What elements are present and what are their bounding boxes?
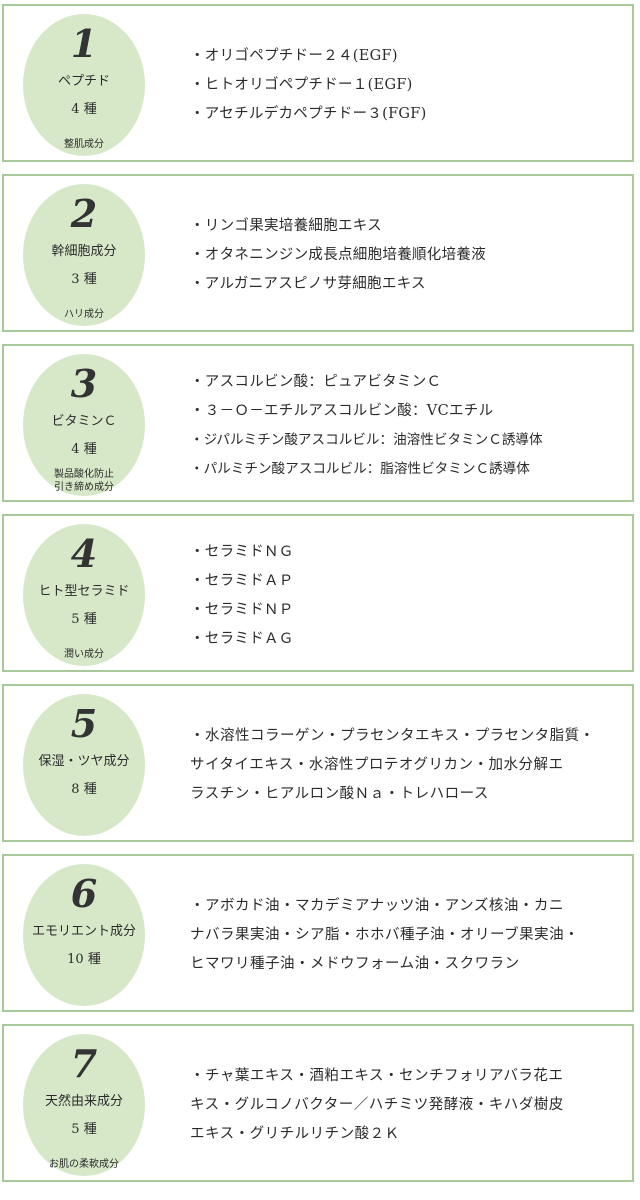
ingredient-item: ・３－Ｏ－エチルアスコルビン酸：VCエチル	[190, 403, 494, 419]
category-effect-line: 製品酸化防止	[54, 469, 114, 480]
ingredient-list: ・セラミドＮＧ ・セラミドＡＰ ・セラミドＮＰ ・セラミドＡＧ	[190, 538, 622, 654]
ingredient-line: キス・グルコノバクター／ハチミツ発酵液・キハダ樹皮	[190, 1097, 564, 1113]
ingredient-count: 3 種	[71, 272, 97, 287]
ingredient-count: 4 種	[71, 442, 97, 457]
ingredient-card-5: 5 保湿・ツヤ成分 8 種 ・水溶性コラーゲン・プラセンタエキス・プラセンタ脂質…	[2, 684, 634, 842]
ingredient-item: ・アセチルデカペプチドー３(FGF)	[190, 106, 427, 122]
category-number: 2	[70, 191, 98, 236]
category-badge: 1 ペプチド 4 種 整肌成分	[23, 14, 145, 156]
category-number: 5	[70, 701, 98, 746]
ingredient-count: 8 種	[71, 782, 97, 797]
ingredient-count: 4 種	[71, 102, 97, 117]
category-number: 1	[70, 21, 98, 66]
ingredient-item: ・ヒトオリゴペプチドー１(EGF)	[190, 77, 413, 93]
ingredient-item: ・アルガニアスピノサ芽細胞エキス	[190, 276, 426, 292]
ingredient-line: ナバラ果実油・シア脂・ホホバ種子油・オリーブ果実油・	[190, 927, 580, 943]
category-name: 保湿・ツヤ成分	[38, 754, 130, 769]
category-effect: 潤い成分	[64, 649, 104, 660]
ingredient-line: ・水溶性コラーゲン・プラセンタエキス・プラセンタ脂質・	[190, 728, 595, 744]
ingredient-list: ・リンゴ果実培養細胞エキス ・オタネニンジン成長点細胞培養順化培養液 ・アルガニ…	[190, 212, 622, 299]
category-number: 7	[70, 1041, 98, 1086]
ingredient-item: ・セラミドＮＰ	[190, 602, 294, 618]
ingredient-card-3: 3 ビタミンＣ 4 種 製品酸化防止 引き締め成分 ・アスコルビン酸：ピュアビタ…	[2, 344, 634, 502]
category-effect: 製品酸化防止 引き締め成分	[23, 468, 145, 494]
category-effect: 整肌成分	[64, 139, 104, 150]
ingredient-item: ・オリゴペプチドー２４(EGF)	[190, 48, 398, 64]
ingredient-card-6: 6 エモリエント成分 10 種 ・アボカド油・マカデミアナッツ油・アンズ核油・カ…	[2, 854, 634, 1012]
ingredient-card-2: 2 幹細胞成分 3 種 ハリ成分 ・リンゴ果実培養細胞エキス ・オタネニンジン成…	[2, 174, 634, 332]
ingredient-card-7: 7 天然由来成分 5 種 お肌の柔軟成分 ・チャ葉エキス・酒粕エキス・センチフォ…	[2, 1024, 634, 1182]
ingredient-item: ・ジパルミチン酸アスコルビル：油溶性ビタミンＣ誘導体	[190, 432, 543, 448]
ingredient-item: ・アスコルビン酸：ピュアビタミンＣ	[190, 374, 442, 390]
category-badge: 6 エモリエント成分 10 種	[23, 864, 145, 1006]
category-name: 天然由来成分	[44, 1094, 123, 1109]
ingredient-line: ・チャ葉エキス・酒粕エキス・センチフォリアバラ花エ	[190, 1068, 564, 1084]
ingredient-item: ・セラミドＮＧ	[190, 544, 294, 560]
ingredient-line: エキス・グリチルリチン酸２Ｋ	[190, 1126, 400, 1142]
ingredient-item: ・セラミドＡＧ	[190, 631, 294, 647]
ingredient-paragraph: ・水溶性コラーゲン・プラセンタエキス・プラセンタ脂質・ サイタイエキス・水溶性プ…	[190, 722, 622, 809]
ingredient-item: ・リンゴ果実培養細胞エキス	[190, 218, 382, 234]
ingredient-list: ・オリゴペプチドー２４(EGF) ・ヒトオリゴペプチドー１(EGF) ・アセチル…	[190, 42, 622, 129]
category-badge: 4 ヒト型セラミド 5 種 潤い成分	[23, 524, 145, 666]
ingredient-card-4: 4 ヒト型セラミド 5 種 潤い成分 ・セラミドＮＧ ・セラミドＡＰ ・セラミド…	[2, 514, 634, 672]
ingredient-paragraph: ・アボカド油・マカデミアナッツ油・アンズ核油・カニ ナバラ果実油・シア脂・ホホバ…	[190, 892, 622, 979]
ingredient-line: ・アボカド油・マカデミアナッツ油・アンズ核油・カニ	[190, 898, 564, 914]
category-badge: 3 ビタミンＣ 4 種 製品酸化防止 引き締め成分	[23, 354, 145, 496]
ingredient-card-1: 1 ペプチド 4 種 整肌成分 ・オリゴペプチドー２４(EGF) ・ヒトオリゴペ…	[2, 4, 634, 162]
ingredient-paragraph: ・チャ葉エキス・酒粕エキス・センチフォリアバラ花エ キス・グルコノバクター／ハチ…	[190, 1062, 622, 1149]
ingredient-count: 5 種	[71, 612, 97, 627]
category-effect: ハリ成分	[64, 309, 104, 320]
category-effect: お肌の柔軟成分	[49, 1159, 119, 1170]
category-number: 3	[70, 361, 98, 406]
ingredient-item: ・オタネニンジン成長点細胞培養順化培養液	[190, 247, 486, 263]
ingredient-list: ・アスコルビン酸：ピュアビタミンＣ ・３－Ｏ－エチルアスコルビン酸：VCエチル …	[190, 368, 622, 484]
ingredient-count: 10 種	[67, 952, 101, 967]
category-badge: 2 幹細胞成分 3 種 ハリ成分	[23, 184, 145, 326]
ingredient-line: ヒマワリ種子油・メドウフォーム油・スクワラン	[190, 956, 520, 972]
category-effect-line: 引き締め成分	[54, 482, 114, 493]
ingredient-line: ラスチン・ヒアルロン酸Ｎａ・トレハロース	[190, 786, 489, 802]
category-name: ペプチド	[57, 74, 110, 89]
category-badge: 5 保湿・ツヤ成分 8 種	[23, 694, 145, 836]
category-name: ヒト型セラミド	[38, 584, 130, 599]
category-name: ビタミンＣ	[51, 414, 117, 429]
ingredient-count: 5 種	[71, 1122, 97, 1137]
category-name: エモリエント成分	[31, 924, 136, 939]
ingredient-item: ・パルミチン酸アスコルビル：脂溶性ビタミンＣ誘導体	[190, 461, 530, 477]
category-number: 6	[70, 871, 98, 916]
category-name: 幹細胞成分	[51, 244, 117, 259]
ingredient-line: サイタイエキス・水溶性プロテオグリカン・加水分解エ	[190, 757, 564, 773]
ingredient-item: ・セラミドＡＰ	[190, 573, 294, 589]
category-badge: 7 天然由来成分 5 種 お肌の柔軟成分	[23, 1034, 145, 1176]
category-number: 4	[70, 531, 98, 576]
